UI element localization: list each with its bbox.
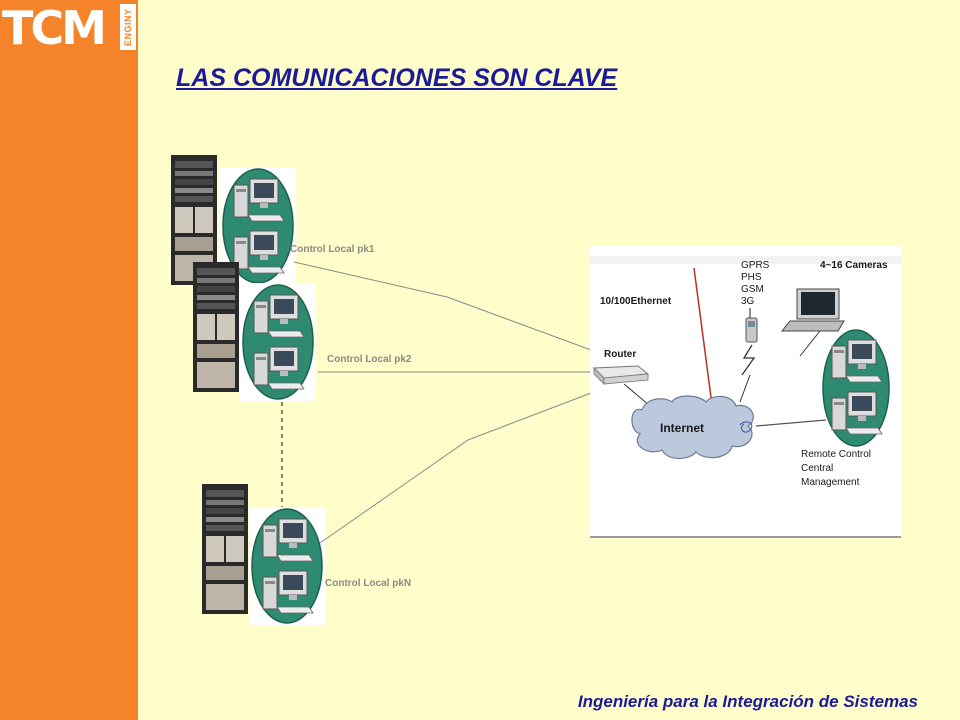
page-title: LAS COMUNICACIONES SON CLAVE <box>176 64 618 92</box>
laptop-icon <box>780 288 845 332</box>
remote-label-line1: Remote Control <box>801 449 871 460</box>
router-icon <box>592 365 650 385</box>
router-label: Router <box>604 349 636 360</box>
control-node-pkN: Control Local pkN <box>202 484 411 625</box>
footer-slogan: Ingeniería para la Integración de Sistem… <box>577 692 918 711</box>
left-sidebar <box>0 0 138 720</box>
control-node-pk2: Control Local pk2 <box>193 262 412 401</box>
mobile-phone-icon <box>745 308 758 343</box>
remote-label-line2: Central <box>801 463 833 474</box>
mobile-gprs: GPRS <box>741 260 770 271</box>
logo-main-text: TCM <box>2 1 107 55</box>
tcm-logo: TCM ENGINY <box>0 0 138 56</box>
remote-workstations-icon <box>822 329 890 447</box>
node-label-pkN: Control Local pkN <box>325 578 411 589</box>
mobile-3g: 3G <box>741 296 755 307</box>
mobile-phs: PHS <box>741 272 762 283</box>
ethernet-label: 10/100Ethernet <box>600 296 672 307</box>
remote-label-line3: Management <box>801 477 860 488</box>
mobile-gsm: GSM <box>741 284 764 295</box>
node-label-pk1: Control Local pk1 <box>290 244 375 255</box>
internet-cloud-icon: Internet <box>631 395 754 460</box>
wireless-bolt-icon <box>741 344 756 376</box>
workstations-icon <box>240 283 316 401</box>
link-pk1 <box>293 261 592 351</box>
rack-icon <box>193 262 239 392</box>
link-pkN <box>319 392 592 544</box>
workstations-icon <box>249 507 325 625</box>
cameras-label: 4~16 Cameras <box>820 260 888 271</box>
network-panel: 10/100Ethernet GPRS PHS GSM 3G 4~16 Came… <box>590 246 901 538</box>
node-label-pk2: Control Local pk2 <box>327 354 412 365</box>
control-node-pk1: Control Local pk1 <box>171 155 375 285</box>
internet-label: Internet <box>660 421 704 435</box>
rack-icon <box>202 484 248 614</box>
antenna-line <box>693 267 713 406</box>
logo-sub-box: ENGINY <box>120 4 136 50</box>
